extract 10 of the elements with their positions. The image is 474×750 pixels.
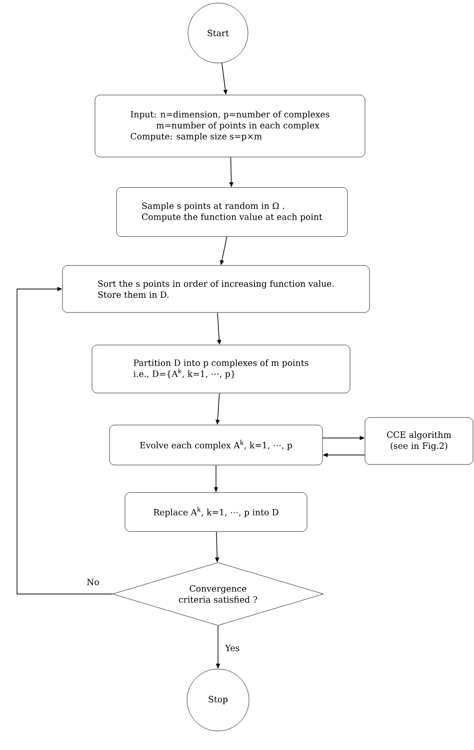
process-box: CCE algorithm (see in Fig.2) (364, 417, 474, 465)
process-box: Partition D into p complexes of m points i.e., D={A$^{k}$, k=1, ⋯, p} (92, 344, 350, 394)
process-box: Evolve each complex A$^{k}$, k=1, ⋯, p (109, 424, 323, 466)
process-box: Sort the s points in order of increasing function value. Store them in D. (62, 265, 370, 313)
process-box: Input: n=dimension, p=number of complexes m=number of points in each complex Compute: sample size s=p×m (94, 94, 366, 158)
process-box: Replace A$^{k}$, k=1, ⋯, p into D (124, 492, 308, 532)
process-box: Sample s points at random in Ω . Compute the function value at each point (116, 187, 348, 237)
edge-label: Yes (224, 644, 241, 652)
arrow (16, 286, 113, 594)
edge-label: No (86, 578, 100, 586)
